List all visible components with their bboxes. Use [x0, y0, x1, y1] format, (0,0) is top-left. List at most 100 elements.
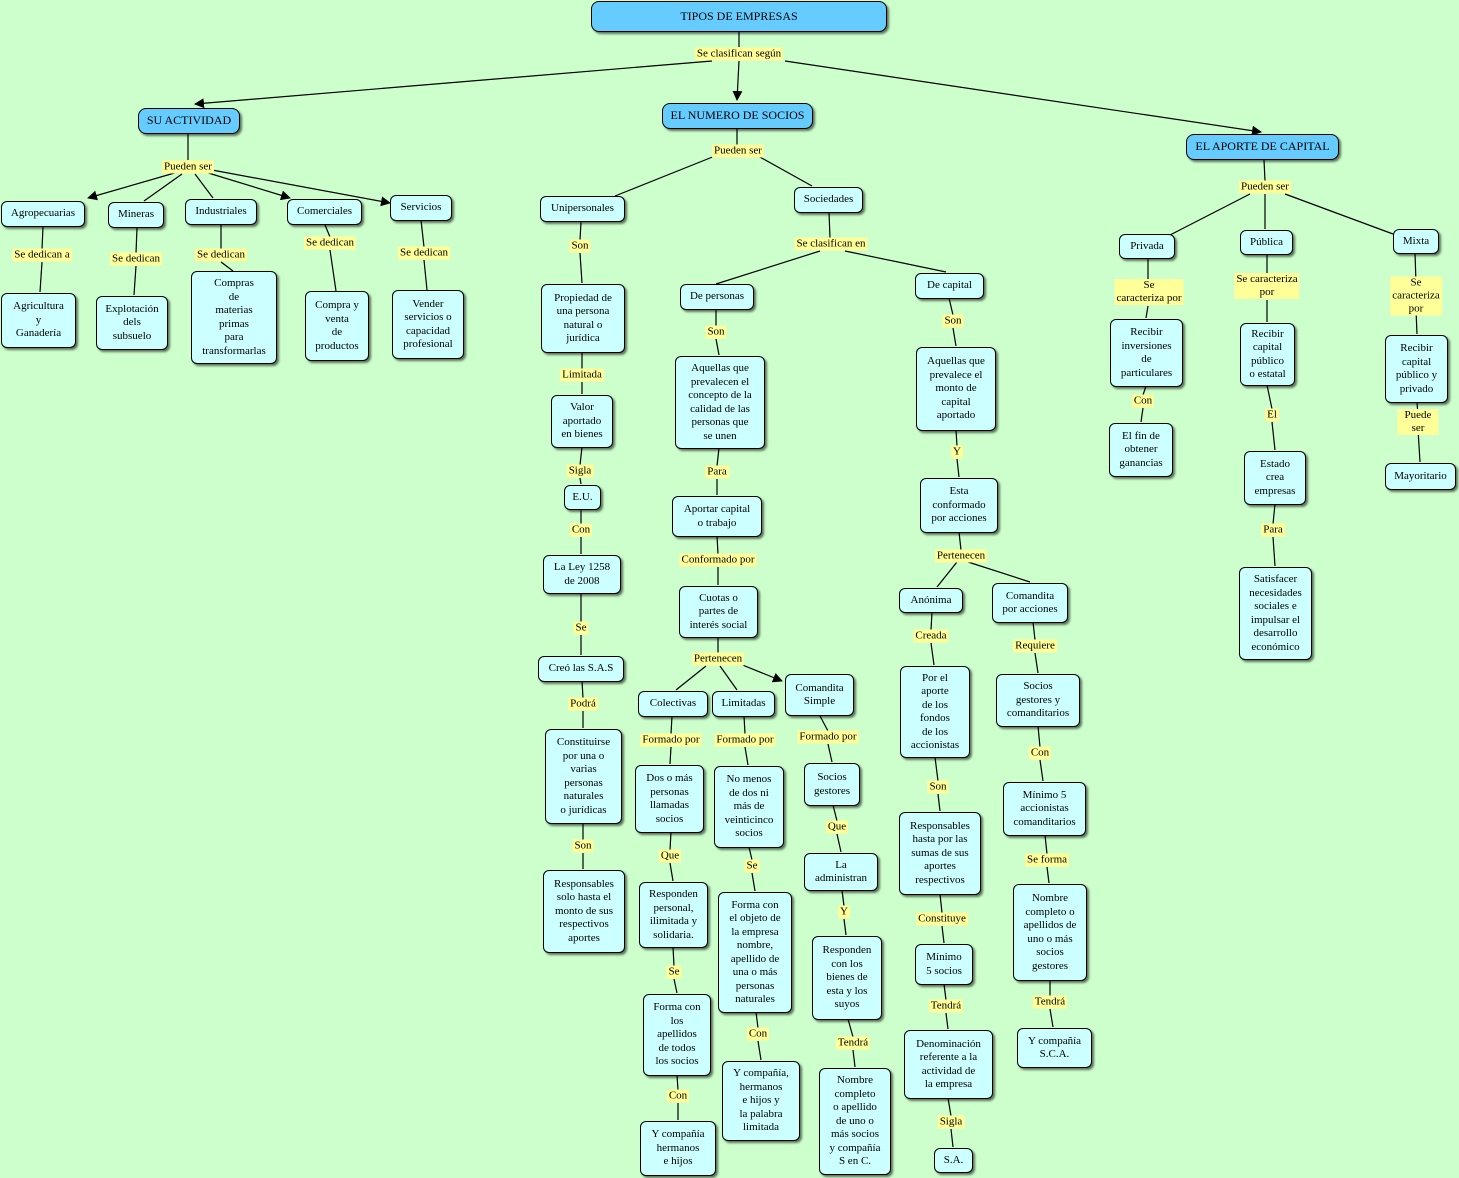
publica-node[interactable]: Pública: [1240, 230, 1293, 255]
numero-socios-node[interactable]: EL NUMERO DE SOCIOS: [662, 103, 813, 129]
limitadas-node[interactable]: Limitadas: [712, 691, 775, 717]
ley-1258-node[interactable]: La Ley 1258 de 2008: [543, 555, 621, 594]
link-label: Son: [705, 325, 727, 339]
compra-venta-node[interactable]: Compra y venta de productos: [305, 291, 369, 361]
responden-bienes-node[interactable]: Responden con los bienes de esta y los s…: [812, 936, 882, 1020]
aportar-capital-node[interactable]: Aportar capital o trabajo: [672, 496, 762, 537]
link-label: Se forma: [1024, 853, 1070, 867]
propiedad-persona-node[interactable]: Propiedad de una persona natural o juríd…: [541, 284, 625, 353]
no-menos-dos-node[interactable]: No menos de dos ni más de veinticinco so…: [714, 766, 784, 848]
link-label: Con: [666, 1089, 690, 1103]
por-aporte-fondos-node[interactable]: Por el aporte de los fondos de los accio…: [900, 666, 970, 758]
link-label: Se caracteriza por: [1114, 279, 1184, 305]
creo-sas-node[interactable]: Creó las S.A.S: [538, 656, 624, 682]
link-label: Se dedican: [110, 252, 162, 266]
minimo-5-accionistas-node[interactable]: Mínimo 5 accionistas comanditarios: [1003, 782, 1086, 836]
fin-ganancias-node[interactable]: El fin de obtener ganancias: [1109, 423, 1173, 477]
aporte-capital-node[interactable]: EL APORTE DE CAPITAL: [1186, 134, 1339, 160]
socios-gestores-cs-node[interactable]: Socios gestores: [804, 763, 860, 806]
link-label: Pueden ser: [1239, 180, 1291, 194]
compras-materias-node[interactable]: Compras de materias primas para transfor…: [191, 271, 277, 364]
root-node[interactable]: TIPOS DE EMPRESAS: [591, 1, 887, 32]
industriales-node[interactable]: Industriales: [185, 199, 257, 225]
link-label: Conformado por: [679, 553, 757, 567]
link-label: Con: [1131, 394, 1155, 408]
link-label: Se clasifican en: [794, 237, 868, 251]
su-actividad-node[interactable]: SU ACTIVIDAD: [138, 108, 240, 134]
link-label: Se dedican: [195, 248, 247, 262]
satisfacer-node[interactable]: Satisfacer necesidades sociales e impuls…: [1239, 567, 1312, 660]
comandita-simple-node[interactable]: Comandita Simple: [785, 674, 854, 716]
link-label: Pertenecen: [934, 549, 988, 563]
colectivas-node[interactable]: Colectivas: [638, 691, 708, 717]
minimo-5-socios-node[interactable]: Mínimo 5 socios: [915, 944, 973, 985]
aquellas-prevalecen-node[interactable]: Aquellas que prevalecen el concepto de l…: [675, 356, 765, 449]
agricultura-node[interactable]: Agricultura y Ganadería: [1, 293, 76, 348]
link-label: Formado por: [640, 733, 702, 747]
constituirse-node[interactable]: Constituirse por una o varias personas n…: [545, 729, 622, 824]
responsables-sumas-node[interactable]: Responsables hasta por las sumas de sus …: [899, 812, 981, 895]
dos-mas-personas-node[interactable]: Dos o más personas llamadas socios: [635, 765, 704, 833]
link-label: Formado por: [797, 730, 859, 744]
comandita-acciones-node[interactable]: Comandita por acciones: [992, 583, 1068, 623]
eu-node[interactable]: E.U.: [564, 485, 601, 510]
link-label: Constituye: [916, 912, 968, 926]
link-label: Se dedican a: [12, 248, 72, 262]
y-compania-hermanos-node[interactable]: Y compañía hermanos e hijos: [640, 1121, 716, 1176]
privada-node[interactable]: Privada: [1119, 234, 1175, 259]
link-label: Pertenecen: [691, 652, 745, 666]
la-administran-node[interactable]: La administran: [804, 853, 878, 891]
y-compania-limitada-node[interactable]: Y compañía, hermanos e hijos y la palabr…: [722, 1061, 800, 1141]
link-label: Se: [744, 859, 760, 873]
link-label: Que: [658, 849, 682, 863]
sociedades-node[interactable]: Sociedades: [794, 187, 863, 213]
link-label: Se: [573, 621, 589, 635]
explotacion-node[interactable]: Explotación dels subsuelo: [96, 296, 168, 350]
sa-node[interactable]: S.A.: [934, 1148, 973, 1173]
nombre-completo-sca-node[interactable]: Nombre completo o apellidos de uno o más…: [1013, 884, 1087, 981]
link-label: Con: [1028, 746, 1052, 760]
link-label: Para: [705, 465, 729, 479]
anonima-node[interactable]: Anónima: [899, 588, 963, 613]
link-label: Podrá: [568, 697, 598, 711]
link-label: Limitada: [560, 368, 604, 382]
aquellas-prevalece-monto-node[interactable]: Aquellas que prevalece el monto de capit…: [916, 347, 996, 431]
nombre-completo-sc-node[interactable]: Nombre completo o apellido de uno o más …: [819, 1068, 891, 1175]
link-label: Se dedican: [398, 246, 450, 260]
recibir-publico-privado-node[interactable]: Recibir capital público y privado: [1385, 335, 1448, 403]
comerciales-node[interactable]: Comerciales: [287, 199, 362, 225]
mayoritario-node[interactable]: Mayoritario: [1385, 463, 1456, 490]
denominacion-node[interactable]: Denominación referente a la actividad de…: [904, 1030, 993, 1099]
de-capital-node[interactable]: De capital: [915, 273, 984, 299]
link-label: Se caracteriza por: [1390, 276, 1442, 316]
link-label: Se clasifican según: [694, 47, 784, 61]
agropecuarias-node[interactable]: Agropecuarias: [1, 201, 85, 227]
vender-servicios-node[interactable]: Vender servicios o capacidad profesional: [392, 290, 464, 359]
estado-crea-node[interactable]: Estado crea empresas: [1244, 451, 1306, 505]
de-personas-node[interactable]: De personas: [680, 284, 754, 310]
forma-apellidos-node[interactable]: Forma con los apellidos de todos los soc…: [643, 994, 711, 1076]
conformado-acciones-node[interactable]: Esta conformado por acciones: [920, 478, 998, 533]
mineras-node[interactable]: Mineras: [108, 202, 164, 228]
recibir-publico-estatal-node[interactable]: Recibir capital público o estatal: [1240, 323, 1295, 386]
servicios-node[interactable]: Servicios: [390, 195, 452, 221]
y-compania-sca-node[interactable]: Y compañía S.C.A.: [1017, 1028, 1092, 1068]
link-label: Que: [825, 820, 849, 834]
link-label: Se: [666, 965, 682, 979]
link-label: Con: [746, 1027, 770, 1041]
link-label: Requiere: [1013, 639, 1057, 653]
forma-objeto-node[interactable]: Forma con el objeto de la empresa nombre…: [718, 892, 792, 1013]
link-label: Formado por: [714, 733, 776, 747]
link-label: Y: [838, 905, 850, 919]
link-label: Sigla: [937, 1115, 965, 1129]
link-label: Pueden ser: [162, 160, 214, 174]
cuotas-partes-node[interactable]: Cuotas o partes de interés social: [679, 586, 758, 638]
valor-aportado-node[interactable]: Valor aportado en bienes: [551, 395, 613, 448]
recibir-inversiones-node[interactable]: Recibir inversiones de particulares: [1110, 319, 1183, 387]
mixta-node[interactable]: Mixta: [1393, 229, 1439, 254]
socios-gestores-comanditarios-node[interactable]: Socios gestores y comanditarios: [996, 674, 1080, 727]
responden-personal-node[interactable]: Responden personal, ilimitada y solidari…: [639, 882, 708, 948]
link-label: El: [1265, 408, 1279, 422]
unipersonales-node[interactable]: Unipersonales: [540, 196, 625, 222]
responsables-aportes-node[interactable]: Responsables solo hasta el monto de sus …: [543, 870, 625, 953]
